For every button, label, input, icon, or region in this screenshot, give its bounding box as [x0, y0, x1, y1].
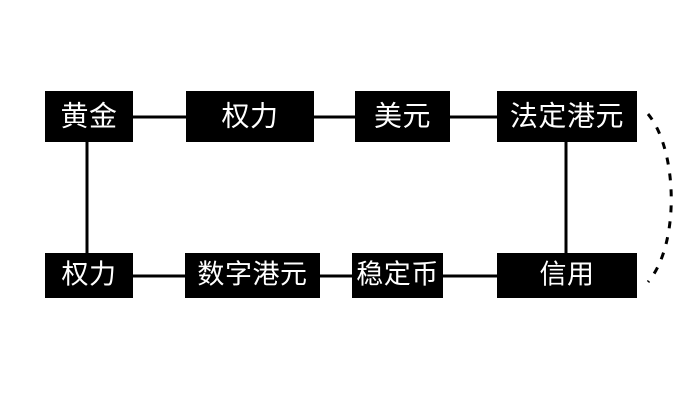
node-stablecoin[interactable]: 稳定币 [352, 253, 443, 298]
node-power-bottom-label: 权力 [61, 259, 117, 291]
node-stablecoin-label: 稳定币 [356, 259, 439, 291]
node-fiat-hkd[interactable]: 法定港元 [497, 91, 637, 142]
node-usd-label: 美元 [373, 98, 432, 132]
node-credit[interactable]: 信用 [497, 253, 637, 298]
node-fiat-hkd-label: 法定港元 [509, 98, 625, 132]
node-gold[interactable]: 黄金 [45, 91, 133, 142]
node-power-top[interactable]: 权力 [186, 91, 314, 142]
node-digital-hkd-label: 数字港元 [197, 259, 308, 291]
node-digital-hkd[interactable]: 数字港元 [185, 253, 320, 298]
node-usd[interactable]: 美元 [355, 91, 450, 142]
edge-fiat-hkd-credit-dashed [646, 113, 673, 283]
node-power-top-label: 权力 [221, 98, 279, 132]
node-gold-label: 黄金 [60, 98, 118, 132]
node-credit-label: 信用 [539, 259, 595, 291]
node-power-bottom[interactable]: 权力 [45, 253, 133, 298]
